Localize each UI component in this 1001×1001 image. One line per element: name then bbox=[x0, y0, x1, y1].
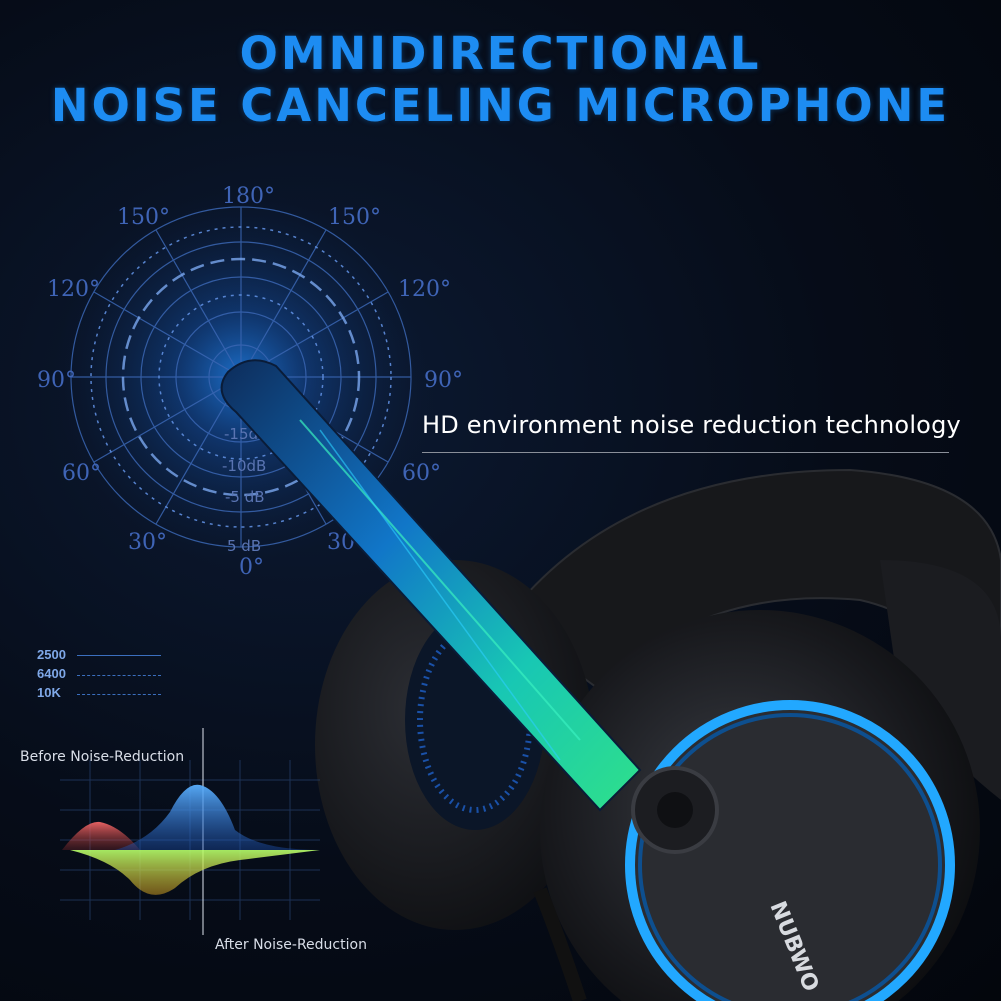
angle-label-150-right: 150° bbox=[328, 205, 381, 230]
freq-label-6400: 6400 bbox=[37, 666, 66, 681]
before-noise-reduction-label: Before Noise-Reduction bbox=[20, 749, 185, 765]
freq-line-6400 bbox=[77, 675, 161, 676]
feature-description: HD environment noise reduction technolog… bbox=[422, 411, 961, 439]
angle-label-60-left: 60° bbox=[62, 461, 101, 486]
angle-label-60-right: 60° bbox=[402, 461, 441, 486]
freq-line-2500 bbox=[77, 655, 161, 656]
angle-label-120-left: 120° bbox=[47, 277, 100, 302]
db-label-minus5: -5 dB bbox=[225, 488, 265, 506]
angle-label-0: 0° bbox=[239, 555, 264, 580]
headline-line-2: NOISE CANCELING MICROPHONE bbox=[50, 79, 951, 132]
feature-underline bbox=[422, 452, 949, 453]
angle-label-120-right: 120° bbox=[398, 277, 451, 302]
angle-label-30-left: 30° bbox=[128, 530, 167, 555]
freq-label-10k: 10K bbox=[37, 685, 61, 700]
angle-label-30-right: 30 bbox=[327, 530, 355, 555]
angle-label-90-right: 90° bbox=[424, 368, 463, 393]
headline-line-1: OMNIDIRECTIONAL bbox=[239, 27, 762, 80]
angle-label-90-left: 90° bbox=[37, 368, 76, 393]
angle-label-150-left: 150° bbox=[117, 205, 170, 230]
angle-label-180: 180° bbox=[222, 184, 275, 209]
freq-label-2500: 2500 bbox=[37, 647, 66, 662]
db-label-5: 5 dB bbox=[227, 537, 262, 555]
db-label-minus10: -10dB bbox=[222, 457, 267, 475]
freq-line-10k bbox=[77, 694, 161, 695]
after-noise-reduction-label: After Noise-Reduction bbox=[215, 937, 367, 953]
